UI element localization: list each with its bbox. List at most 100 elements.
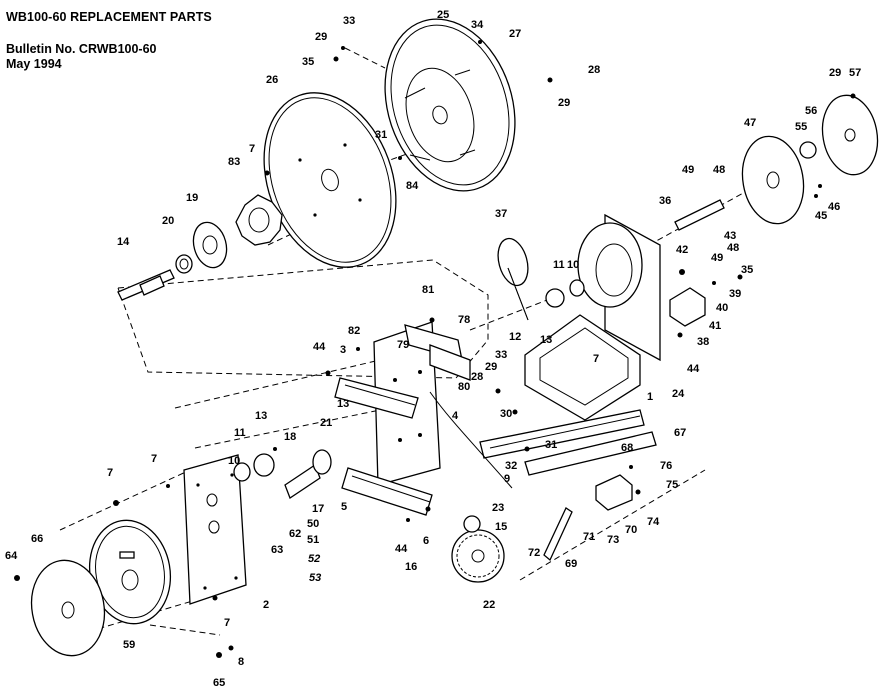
callout-49: 49: [711, 252, 723, 264]
shaft-17: [284, 449, 332, 499]
crossbar-9: [479, 409, 657, 476]
callout-29: 29: [485, 361, 497, 373]
callout-49: 49: [682, 164, 694, 176]
callout-35: 35: [741, 264, 753, 276]
callout-69: 69: [565, 558, 577, 570]
bushing-10-11-lower: [233, 453, 275, 482]
callout-22: 22: [483, 599, 495, 611]
callout-31: 31: [545, 439, 557, 451]
callout-26: 26: [266, 74, 278, 86]
callout-3: 3: [340, 344, 346, 356]
callout-68: 68: [621, 442, 633, 454]
callout-28: 28: [588, 64, 600, 76]
callout-14: 14: [117, 236, 130, 248]
callout-67: 67: [674, 427, 686, 439]
callout-72: 72: [528, 547, 540, 559]
disc-47: [741, 135, 805, 225]
callout-81: 81: [422, 284, 434, 296]
lever-69: [543, 507, 573, 562]
callout-34: 34: [471, 19, 484, 31]
callout-38: 38: [697, 336, 709, 348]
shaft-14: [117, 269, 175, 301]
fasteners: [14, 40, 856, 658]
rail-angle-5: [341, 467, 433, 516]
callout-13: 13: [255, 410, 267, 422]
callout-11: 11: [553, 259, 565, 271]
document-header: WB100-60 REPLACEMENT PARTS Bulletin No. …: [6, 10, 212, 72]
callout-7: 7: [593, 353, 599, 365]
callout-48: 48: [713, 164, 725, 176]
sprocket-22: [451, 515, 505, 583]
terminal-block-70: [595, 474, 633, 511]
callout-7: 7: [224, 617, 230, 629]
callout-28: 28: [471, 371, 483, 383]
shaft-36: [674, 199, 725, 231]
callout-10: 10: [228, 455, 240, 467]
callout-23: 23: [492, 502, 504, 514]
callout-50: 50: [307, 518, 319, 530]
callout-6: 6: [423, 535, 429, 547]
callout-29: 29: [315, 31, 327, 43]
bracket-80: [429, 344, 471, 381]
callout-2: 2: [263, 599, 269, 611]
cover-disc-56: [821, 94, 879, 176]
callout-32: 32: [505, 460, 517, 472]
callout-59: 59: [123, 639, 135, 651]
callout-63: 63: [271, 544, 283, 556]
callout-51: 51: [307, 534, 319, 546]
callout-29: 29: [558, 97, 570, 109]
hub-55: [799, 141, 817, 159]
callout-7: 7: [107, 467, 113, 479]
motor-cover-59: [88, 519, 172, 625]
callout-53: 53: [309, 572, 321, 584]
callout-21: 21: [320, 417, 332, 429]
gearbox-housing-1: [524, 314, 641, 421]
callout-82: 82: [348, 325, 360, 337]
callout-44: 44: [313, 341, 326, 353]
callout-36: 36: [659, 195, 671, 207]
bushing-11-10-upper: [545, 279, 585, 308]
callout-55: 55: [795, 121, 807, 133]
callout-79: 79: [397, 339, 409, 351]
crank-handle-37: [497, 237, 529, 321]
callout-66: 66: [31, 533, 43, 545]
callout-labels: 33 25 34 29 35 27 28 29 26 31 7 84 83 19…: [5, 9, 861, 689]
callout-13: 13: [540, 334, 552, 346]
callout-33: 33: [495, 349, 507, 361]
callout-40: 40: [716, 302, 728, 314]
callout-44: 44: [687, 363, 700, 375]
callout-33: 33: [343, 15, 355, 27]
callout-1: 1: [647, 391, 653, 403]
callout-43: 43: [724, 230, 736, 242]
callout-7: 7: [249, 143, 255, 155]
callout-56: 56: [805, 105, 817, 117]
callout-80: 80: [458, 381, 470, 393]
end-cover-66: [30, 559, 106, 657]
callout-41: 41: [709, 320, 721, 332]
callout-4: 4: [452, 410, 459, 422]
bearing-plate-24: [577, 213, 661, 362]
callout-75: 75: [666, 479, 678, 491]
bushing-20: [175, 254, 193, 274]
hub-flange-83: [235, 194, 283, 246]
callout-5: 5: [341, 501, 347, 513]
callout-17: 17: [312, 503, 324, 515]
callout-71: 71: [583, 531, 595, 543]
callout-18: 18: [284, 431, 296, 443]
callout-9: 9: [504, 473, 510, 485]
callout-25: 25: [437, 9, 449, 21]
callout-62: 62: [289, 528, 301, 540]
callout-12: 12: [509, 331, 521, 343]
callout-29: 29: [829, 67, 841, 79]
callout-7: 7: [151, 453, 157, 465]
callout-47: 47: [744, 117, 756, 129]
callout-46: 46: [828, 201, 840, 213]
callout-39: 39: [729, 288, 741, 300]
callout-13: 13: [337, 398, 349, 410]
callout-31: 31: [375, 129, 387, 141]
callout-52: 52: [308, 553, 320, 565]
callout-44: 44: [395, 543, 408, 555]
callout-45: 45: [815, 210, 827, 222]
callout-78: 78: [458, 314, 470, 326]
